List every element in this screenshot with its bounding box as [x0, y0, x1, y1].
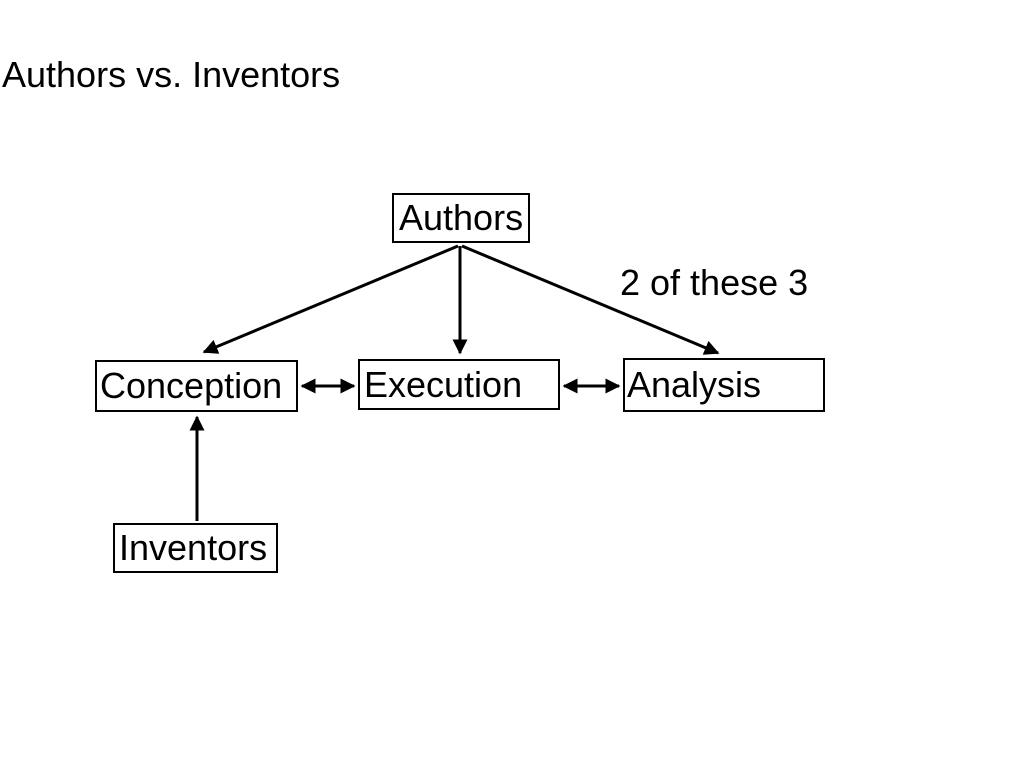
node-execution: Execution	[358, 359, 560, 410]
annotation-2-of-these-3: 2 of these 3	[620, 262, 809, 303]
node-inventors: Inventors	[113, 523, 278, 573]
node-conception: Conception	[95, 360, 298, 412]
node-analysis: Analysis	[623, 358, 825, 412]
node-authors: Authors	[392, 193, 530, 243]
edge-authors-conception	[202, 244, 459, 354]
slide-title: Authors vs. Inventors	[2, 54, 341, 95]
